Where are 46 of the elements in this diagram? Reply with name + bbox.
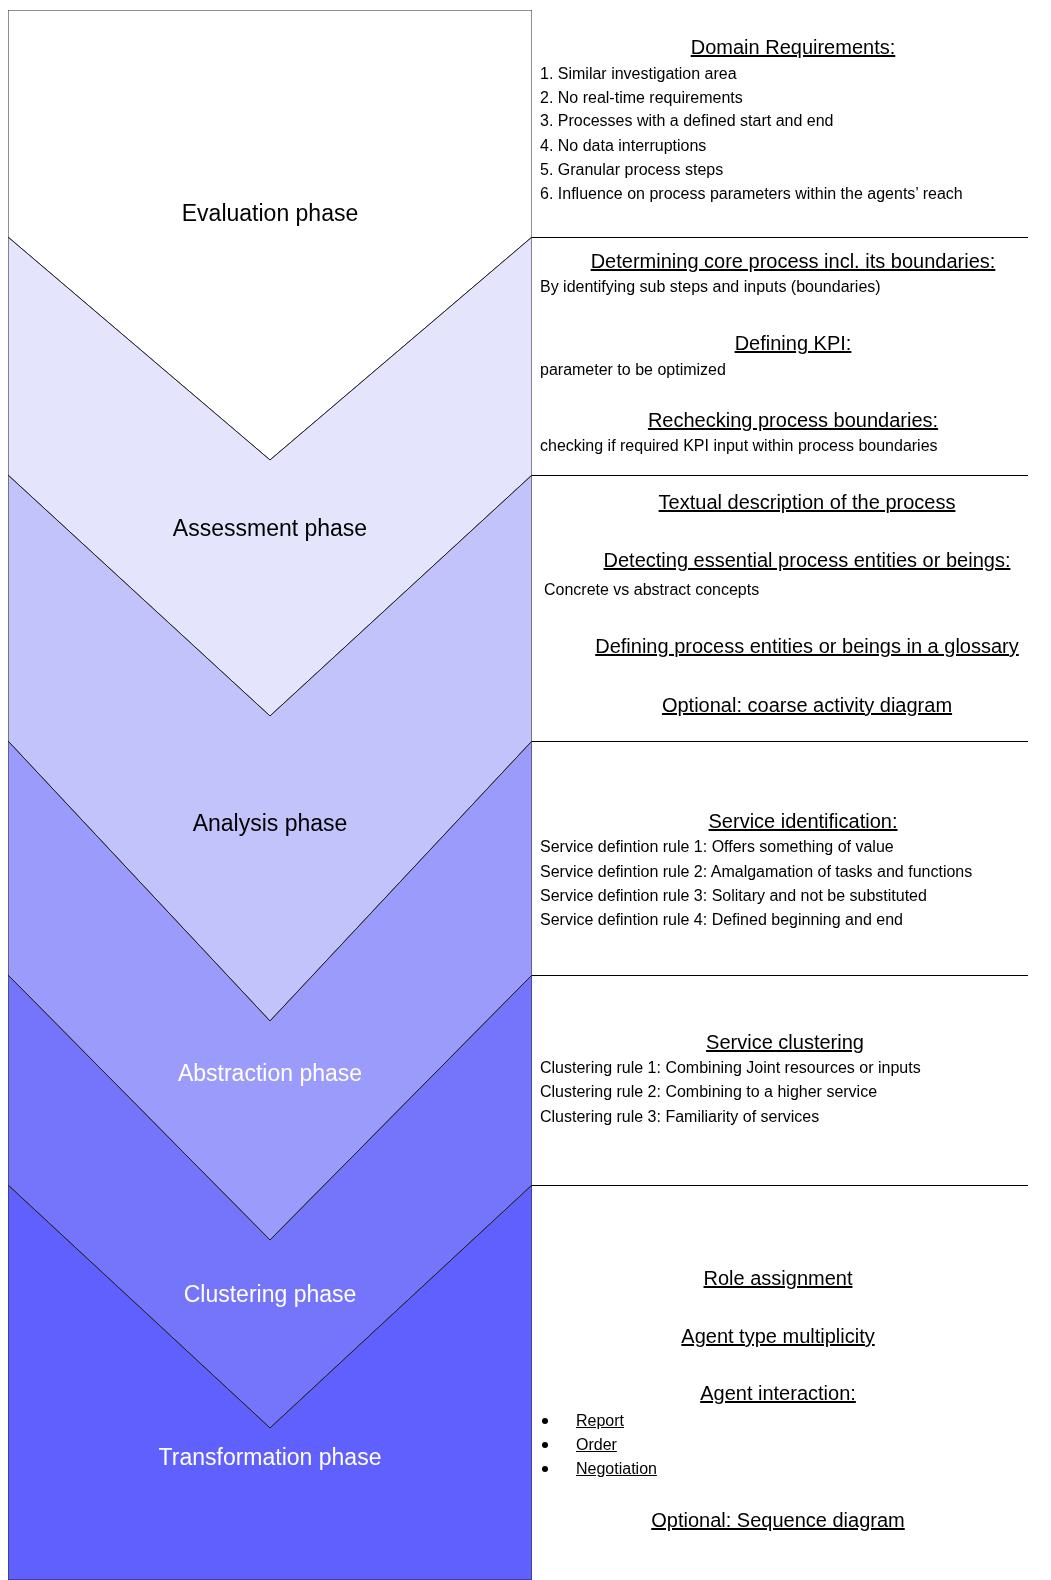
description-text: Concrete vs abstract concepts (544, 580, 760, 600)
phase-label: Evaluation phase (181, 199, 359, 227)
description-text: 5. Granular process steps (540, 160, 724, 180)
section-heading: Optional: Sequence diagram (651, 1508, 905, 1532)
phase-label: Transformation phase (158, 1443, 382, 1471)
section-heading: Detecting essential process entities or beings: (603, 548, 1011, 572)
section-heading: Agent interaction: (700, 1381, 856, 1405)
description-text: checking if required KPI input within process boundaries (540, 436, 938, 456)
phase-panel (8, 237, 532, 716)
phase-label: Assessment phase (172, 514, 368, 542)
phase-label: Abstraction phase (177, 1059, 363, 1087)
description-text: Service defintion rule 1: Offers something of value (540, 837, 894, 857)
phase-label: Clustering phase (183, 1280, 357, 1308)
list-item: Order (576, 1435, 617, 1455)
description-text: parameter to be optimized (540, 360, 726, 380)
phase-panel (8, 475, 532, 1021)
phase-panel (8, 975, 532, 1428)
section-heading: Determining core process incl. its boundaries: (590, 249, 996, 273)
list-item: Negotiation (576, 1459, 657, 1479)
description-text: Clustering rule 1: Combining Joint resources or inputs (540, 1058, 921, 1078)
section-heading: Role assignment (703, 1266, 853, 1290)
description-text: Service defintion rule 4: Defined beginning and end (540, 910, 903, 930)
description-text: By identifying sub steps and inputs (boundaries) (540, 277, 881, 297)
section-heading: Service identification: (708, 809, 898, 833)
section-heading: Defining KPI: (734, 331, 852, 355)
section-heading: Agent type multiplicity (681, 1324, 875, 1348)
list-item: Report (576, 1411, 625, 1431)
description-text: 4. No data interruptions (540, 136, 707, 156)
description-text: 1. Similar investigation area (540, 64, 737, 84)
phase-panel (8, 10, 532, 460)
description-text: Service defintion rule 2: Amalgamation of tasks and functions (540, 862, 973, 882)
phase-panel (8, 1185, 532, 1580)
section-heading: Optional: coarse activity diagram (661, 693, 953, 717)
description-text: Clustering rule 2: Combining to a higher service (540, 1082, 878, 1102)
section-heading: Service clustering (706, 1030, 864, 1054)
section-heading: Textual description of the process (658, 490, 956, 514)
phase-panel (8, 741, 532, 1240)
description-text: Clustering rule 3: Familiarity of services (540, 1107, 820, 1127)
phase-label: Analysis phase (192, 809, 348, 837)
section-heading: Rechecking process boundaries: (647, 408, 939, 432)
description-text: 2. No real-time requirements (540, 88, 743, 108)
description-text: 3. Processes with a defined start and end (540, 111, 834, 131)
section-heading: Defining process entities or beings in a glossary (595, 634, 1019, 658)
description-text: 6. Influence on process parameters within the agents’ reach (540, 184, 963, 204)
section-heading: Domain Requirements: (690, 35, 896, 59)
description-text: Service defintion rule 3: Solitary and not be substituted (540, 886, 927, 906)
